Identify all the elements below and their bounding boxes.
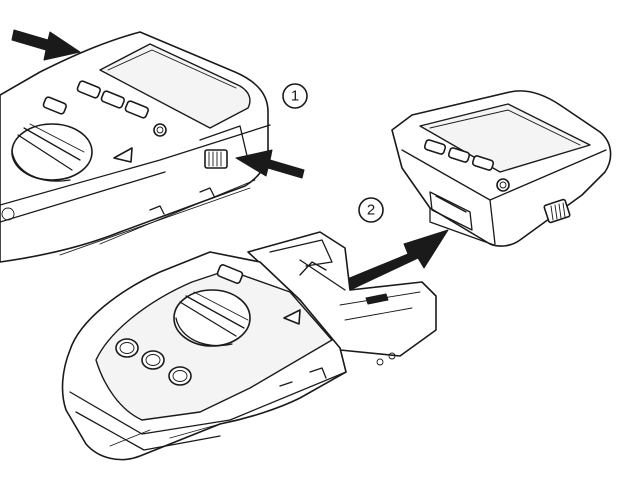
- assembled-keypad: [42, 80, 167, 137]
- module-latch: [543, 198, 571, 224]
- module-keypad: [423, 139, 510, 192]
- instrument-assembled: [0, 29, 305, 263]
- step-number-1: 1: [291, 88, 299, 105]
- base-key: [216, 264, 244, 284]
- push-arrow-icon: [11, 29, 81, 61]
- assembled-display: [99, 43, 251, 129]
- rotary-dial-icon: [11, 123, 93, 182]
- push-arrow-icon: [339, 229, 449, 291]
- push-arrow-icon: [235, 149, 305, 179]
- base-round-buttons: [115, 338, 192, 386]
- step-callout-1: 1: [282, 83, 308, 109]
- module-display: [419, 103, 591, 173]
- instrument-base: [61, 231, 437, 461]
- step-callout-2: 2: [358, 197, 384, 223]
- assembled-latch: [199, 125, 249, 169]
- step-number-2: 2: [367, 202, 375, 219]
- top-module: [391, 90, 612, 247]
- triangle-button-icon: [283, 309, 301, 325]
- rotary-dial-icon: [173, 289, 251, 347]
- triangle-button-icon: [113, 147, 133, 163]
